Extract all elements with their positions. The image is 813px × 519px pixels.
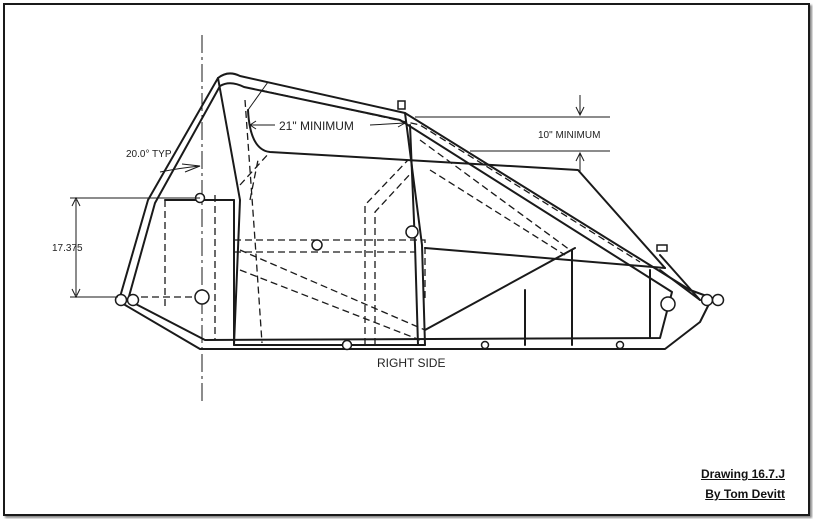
seat-box <box>233 199 426 346</box>
rear-upper <box>659 254 701 301</box>
hidden-line-upper <box>239 151 271 186</box>
roll-cage-hoop <box>217 77 241 346</box>
inner-frame-tube <box>127 82 673 341</box>
hidden-line-rear-2 <box>429 169 566 256</box>
drawing-title: Drawing 16.7.J <box>700 467 785 481</box>
view-label: RIGHT SIDE <box>377 356 445 370</box>
hidden-line-rear <box>419 139 571 251</box>
hidden-line-upper-2 <box>249 159 259 201</box>
front-axle-right <box>126 293 140 307</box>
hidden-line-top <box>259 89 641 263</box>
hidden-line-box <box>234 239 426 300</box>
dim-10-label: 10" MINIMUM <box>538 130 600 141</box>
bottom-mount <box>341 339 353 351</box>
hidden-line-inner-2 <box>374 171 413 345</box>
frame-mount-1 <box>480 340 490 350</box>
roll-cage-rear-post-inner <box>409 124 419 346</box>
dim-height-label: 17.375 <box>52 243 83 254</box>
dim-angle-label: 20.0° TYP <box>126 149 172 160</box>
dim-21-label: 21" MINIMUM <box>279 119 354 133</box>
hidden-line-inner <box>364 159 409 345</box>
hidden-line-cage <box>244 99 263 344</box>
rear-tab <box>656 244 668 252</box>
drawing-frame <box>3 3 810 516</box>
rear-hub <box>660 296 676 312</box>
seat-mount <box>311 239 323 251</box>
rear-axle-left <box>700 293 714 307</box>
hidden-line-diag <box>239 249 426 331</box>
outer-frame-tube <box>119 72 713 350</box>
front-hub <box>194 289 210 305</box>
inner-hub <box>405 225 419 239</box>
diag-bar-1 <box>424 247 576 331</box>
drawing-author: By Tom Devitt <box>705 487 785 501</box>
top-bar <box>247 109 666 269</box>
mid-bar-1 <box>424 247 666 269</box>
top-tab <box>397 100 406 110</box>
rear-diag <box>659 269 701 301</box>
hidden-line-diag-2 <box>239 269 421 341</box>
front-axle-left <box>114 293 128 307</box>
rear-axle-right <box>711 293 725 307</box>
frame-mount-2 <box>615 340 625 350</box>
